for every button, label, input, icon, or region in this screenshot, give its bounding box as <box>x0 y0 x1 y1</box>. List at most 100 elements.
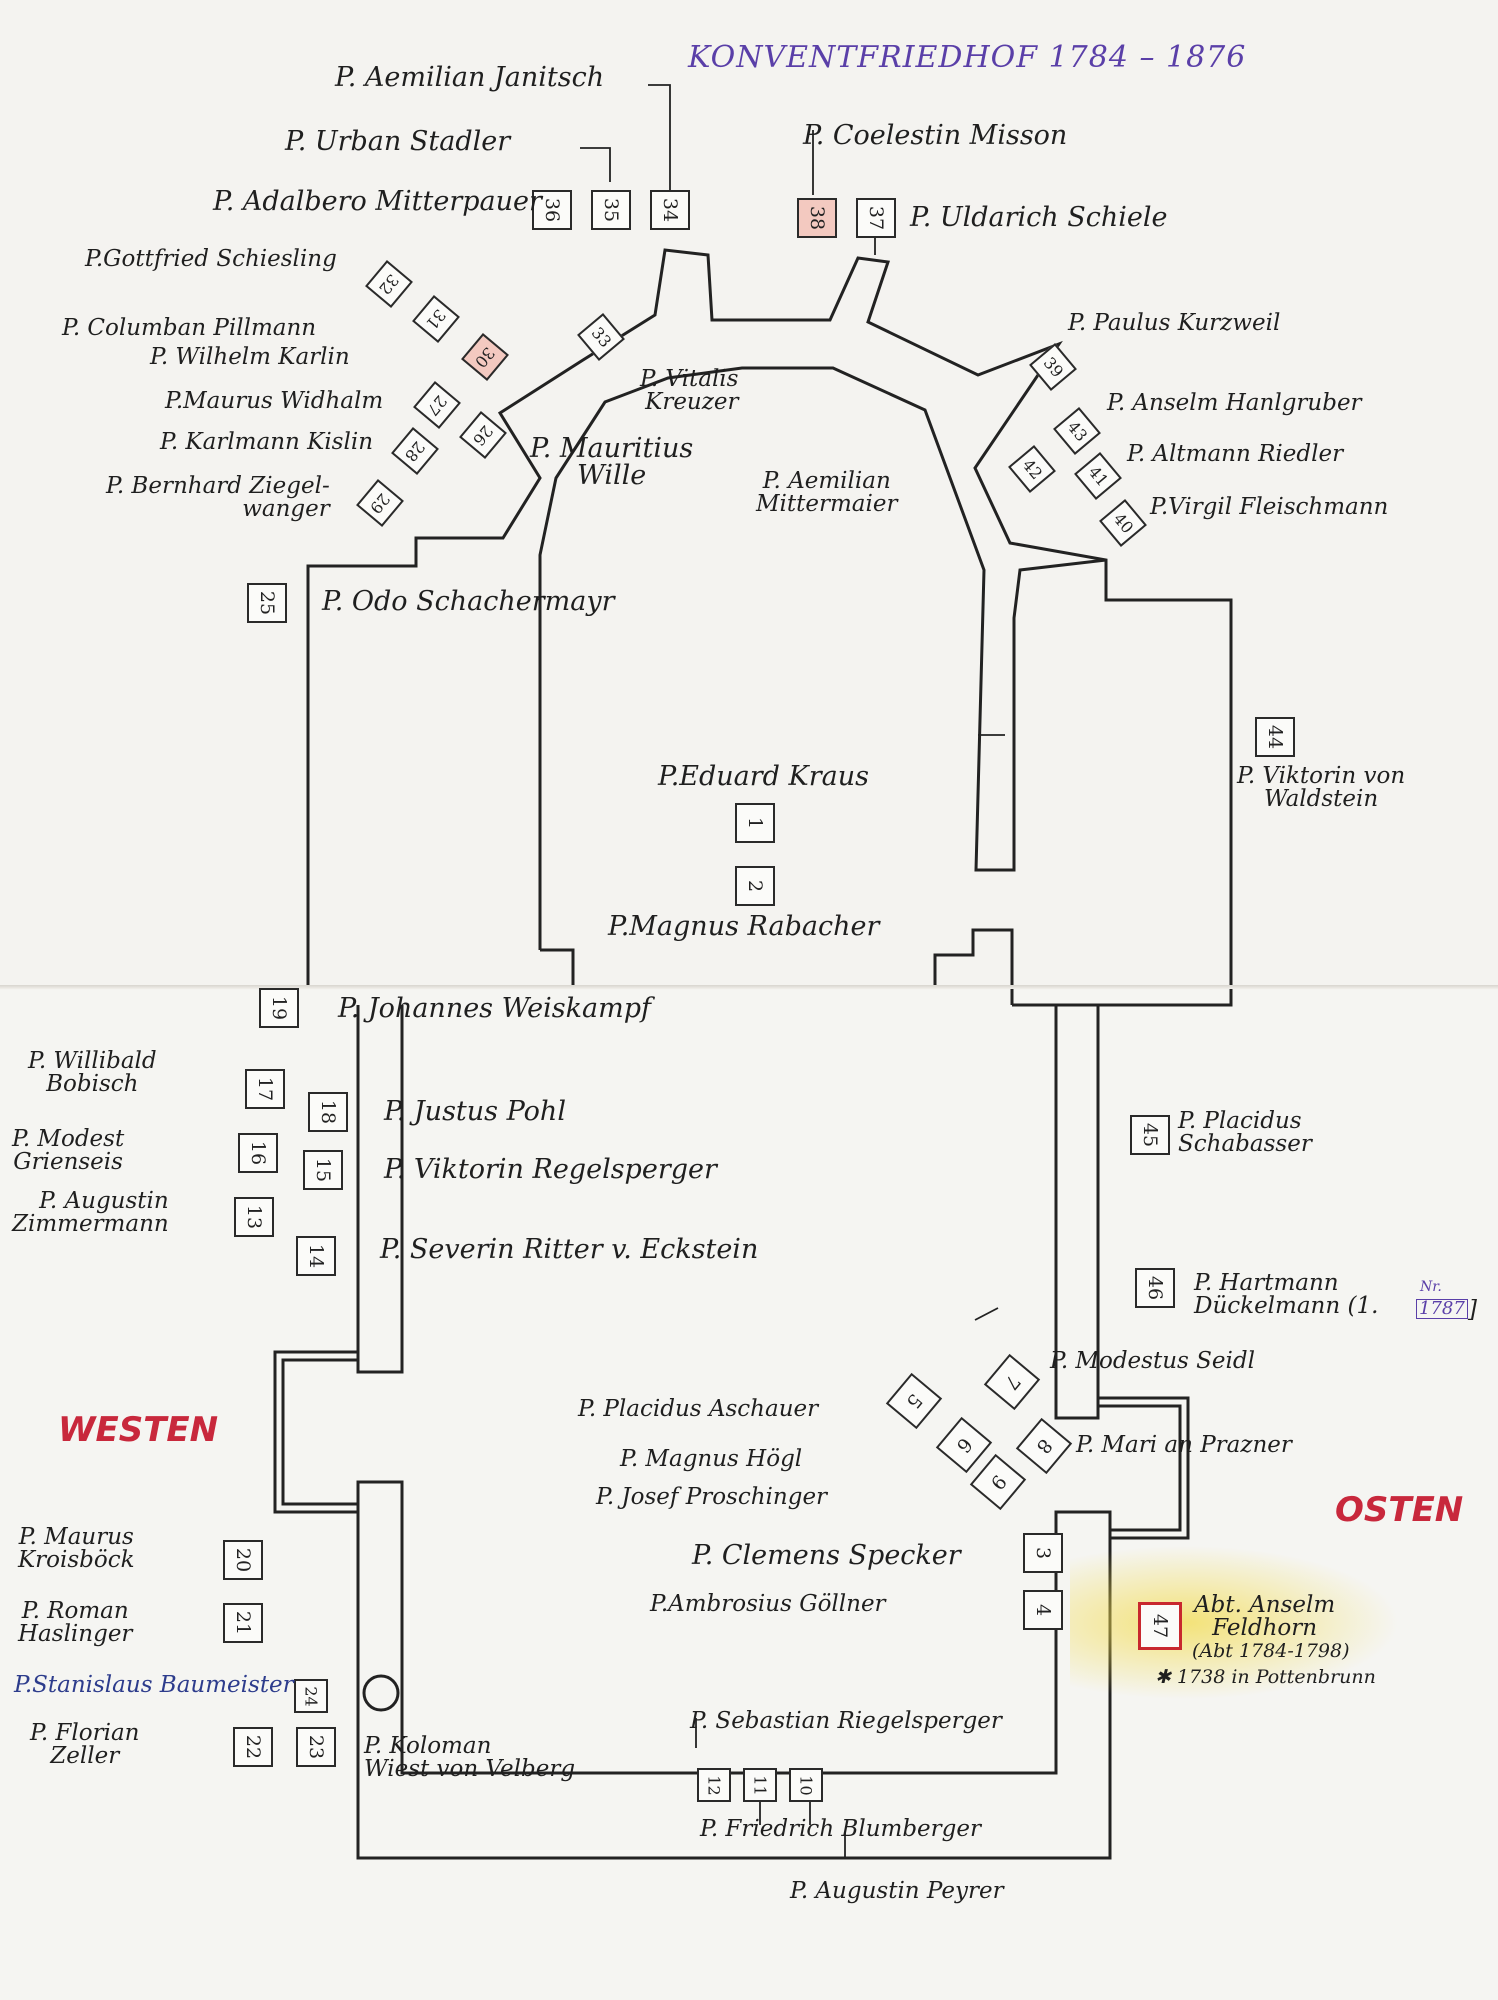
grave-box: 2 <box>735 866 775 906</box>
grave-box: 46 <box>1135 1268 1175 1308</box>
name-label: P. Modestus Seidl <box>1050 1348 1255 1374</box>
grave-number: 31 <box>422 305 450 333</box>
abbot-dates: (Abt 1784-1798) <box>1192 1640 1350 1662</box>
grave-box: 22 <box>233 1727 273 1767</box>
grave-number: 18 <box>317 1099 339 1125</box>
grave-number: 4 <box>1032 1603 1054 1617</box>
grave-number: 1 <box>744 816 766 830</box>
grave-number: 43 <box>1063 417 1091 445</box>
name-label: P. Coelestin Misson <box>803 120 1068 151</box>
name-label: P.Gottfried Schiesling <box>85 246 337 272</box>
number-note: Nr. <box>1420 1279 1442 1295</box>
grave-number: 40 <box>1109 509 1137 537</box>
grave-box: 17 <box>245 1069 285 1109</box>
grave-number: 5 <box>901 1389 927 1413</box>
name-label: P. Modest Grienseis <box>12 1126 125 1175</box>
name-label: P. Anselm Hanlgruber <box>1107 390 1362 416</box>
name-label-abbot: Abt. Anselm Feldhorn <box>1194 1592 1336 1641</box>
grave-number: 16 <box>247 1140 269 1166</box>
name-label: P. Roman Haslinger <box>18 1598 133 1647</box>
grave-number: 28 <box>401 437 429 465</box>
name-label: P. Josef Proschinger <box>596 1484 828 1510</box>
east-annex-inner <box>1098 1404 1182 1532</box>
grave-box: 44 <box>1255 717 1295 757</box>
name-label: P. Placidus Aschauer <box>578 1396 819 1422</box>
name-label: P. Vitalis Kreuzer <box>640 366 739 415</box>
name-label: P. Mari an Prazner <box>1076 1432 1292 1458</box>
grave-number: 22 <box>242 1734 264 1760</box>
name-label: P. Aemilian Mittermaier <box>756 468 898 517</box>
grave-number: 33 <box>587 323 615 351</box>
grave-box: 20 <box>223 1540 263 1580</box>
west-annex-inner <box>281 1358 358 1506</box>
grave-number: 27 <box>423 391 451 419</box>
name-label: P. Viktorin von Waldstein <box>1237 763 1406 812</box>
grave-box: 34 <box>650 190 690 230</box>
grave-number: 30 <box>471 343 499 371</box>
name-label: P. Karlmann Kislin <box>160 429 374 455</box>
name-label: P. Koloman Wiest von Velberg <box>364 1733 576 1782</box>
grave-number: 23 <box>305 1734 327 1760</box>
grave-box: 24 <box>294 1679 328 1713</box>
grave-number: 19 <box>268 995 290 1021</box>
east-annex <box>1098 1396 1190 1540</box>
name-label: P.Maurus Widhalm <box>165 388 384 414</box>
grave-number: 17 <box>254 1076 276 1102</box>
grave-number: 15 <box>312 1157 334 1183</box>
grave-box: 13 <box>234 1197 274 1237</box>
name-label: P. Placidus Schabasser <box>1178 1108 1312 1157</box>
grave-box: 21 <box>223 1603 263 1643</box>
name-label: P. Odo Schachermayr <box>322 586 615 617</box>
name-label: P. Wilhelm Karlin <box>150 344 350 370</box>
name-label: P. Viktorin Regelsperger <box>384 1154 717 1185</box>
name-label: P. Augustin Peyrer <box>790 1878 1004 1904</box>
grave-box: 4 <box>1023 1590 1063 1630</box>
grave-box: 14 <box>296 1236 336 1276</box>
grave-box: 16 <box>238 1133 278 1173</box>
name-label: P. Altmann Riedler <box>1127 441 1344 467</box>
grave-number: 20 <box>232 1547 254 1573</box>
closing-bracket: ] <box>1468 1297 1477 1323</box>
name-label: P. Urban Stadler <box>285 126 511 157</box>
grave-box: 23 <box>296 1727 336 1767</box>
grave-box: 10 <box>789 1768 823 1802</box>
name-label: P. Johannes Weiskampf <box>338 993 651 1024</box>
grave-number: 21 <box>232 1610 254 1636</box>
grave-box: 11 <box>743 1768 777 1802</box>
name-label: P. Florian Zeller <box>30 1720 140 1769</box>
grave-box: 37 <box>856 198 896 238</box>
grave-number: 45 <box>1139 1122 1161 1148</box>
name-label: P.Ambrosius Göllner <box>650 1591 886 1617</box>
east-corridor <box>1054 1005 1100 1420</box>
name-label: P.Stanislaus Baumeister <box>14 1672 294 1698</box>
west-corridor <box>356 1005 404 1374</box>
grave-box-abbot: 47 <box>1138 1602 1182 1650</box>
grave-number: 13 <box>243 1204 265 1230</box>
name-label: P. Justus Pohl <box>384 1096 566 1127</box>
inner-niche <box>540 948 575 985</box>
grave-number: 47 <box>1149 1613 1171 1639</box>
name-label: P. Severin Ritter v. Eckstein <box>380 1234 759 1265</box>
grave-number: 10 <box>796 1774 816 1796</box>
grave-number: 36 <box>541 197 563 223</box>
name-label: P. Uldarich Schiele <box>910 202 1168 233</box>
grave-number: 14 <box>305 1243 327 1269</box>
date-box: 1787 <box>1416 1299 1468 1319</box>
grave-number: 32 <box>375 270 403 298</box>
grave-number: 26 <box>469 421 497 449</box>
name-label: P. Adalbero Mitterpauer <box>213 186 542 217</box>
yellow-highlight <box>1070 1545 1400 1700</box>
grave-number: 38 <box>806 205 828 231</box>
grave-box: 25 <box>247 583 287 623</box>
name-label: P. Willibald Bobisch <box>28 1048 157 1097</box>
grave-number: 39 <box>1039 353 1067 381</box>
name-label: P. Sebastian Riegelsperger <box>690 1708 1002 1734</box>
grave-box: 1 <box>735 803 775 843</box>
grave-box: 45 <box>1130 1115 1170 1155</box>
grave-number: 6 <box>951 1433 977 1457</box>
name-label: P. Mauritius Wille <box>530 433 694 491</box>
grave-box: 12 <box>697 1768 731 1802</box>
abbot-birth: ✱ 1738 in Pottenbrunn <box>1155 1666 1376 1688</box>
outer-wall-lower <box>356 1480 1112 1860</box>
grave-box: 35 <box>591 190 631 230</box>
